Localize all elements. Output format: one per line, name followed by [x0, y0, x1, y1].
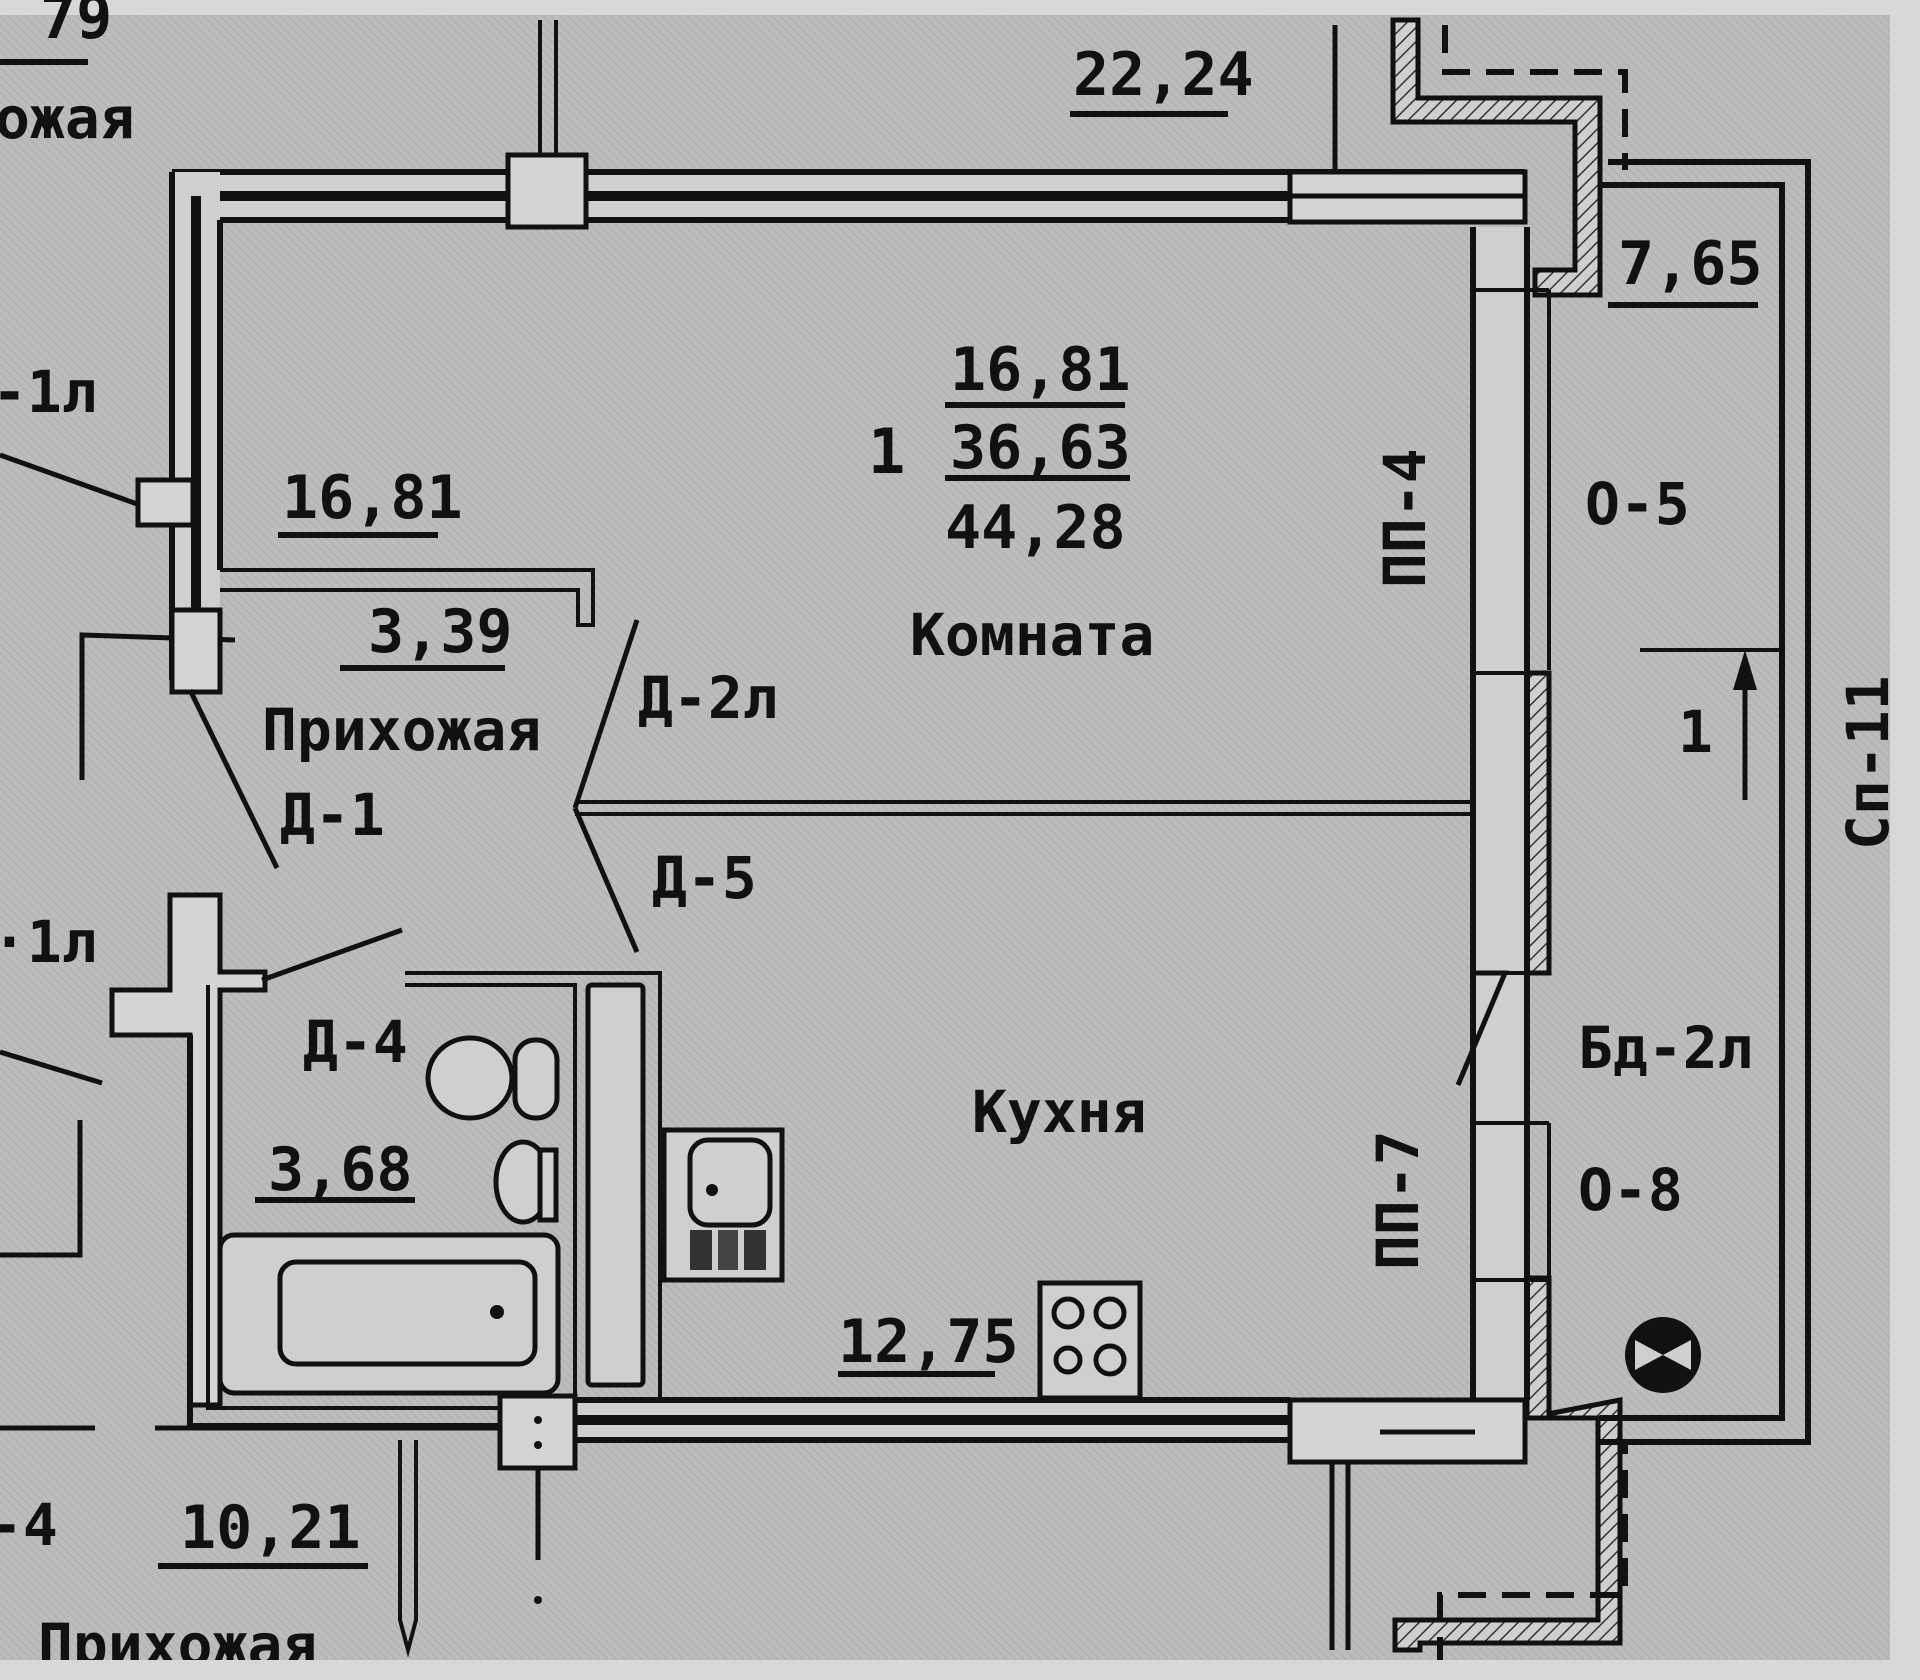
room-area-bathroom: 3,68 [268, 1135, 413, 1205]
neighbor-door-lower: ·1л [0, 908, 97, 976]
right-interior-wall [1470, 227, 1551, 1400]
living-area: 16,81 [950, 335, 1131, 405]
door-label-d5: Д-5 [652, 844, 757, 912]
neighbor-top-left-name: ожая [0, 84, 135, 152]
room-name-hall: Прихожая [262, 696, 541, 764]
bottom-right-hatched-wall [1392, 1396, 1623, 1653]
neighbor-walls [0, 20, 1351, 1658]
bathroom-shaft [585, 982, 646, 1388]
bottom-margin [0, 1660, 1920, 1680]
room-hall-partition [220, 568, 595, 627]
balcony-frame [1600, 159, 1811, 1445]
balcony-door-swing [1455, 970, 1509, 1086]
bottom-column [497, 1393, 578, 1471]
washbasin-icon [493, 1139, 559, 1225]
neighbor-top-area: 22,24 [1073, 40, 1254, 110]
sill-label-pp4: ПП-4 [1371, 448, 1439, 588]
door-d2l-swing [572, 619, 640, 809]
total-area: 44,28 [945, 493, 1126, 563]
door-d5-swing [572, 807, 640, 953]
window-label-o8: О-8 [1578, 1156, 1683, 1224]
door-label-d4: Д-4 [303, 1008, 408, 1076]
stove-icon [1037, 1280, 1143, 1401]
bathtub-icon [217, 1232, 561, 1396]
left-wall [169, 172, 223, 680]
neighbor-bottom-area: 10,21 [180, 1493, 361, 1563]
top-right-hatched-wall [1390, 17, 1603, 298]
room-area-kitchen: 12,75 [838, 1307, 1019, 1377]
left-wall-stub [169, 607, 223, 695]
neighbor-bottom-door: -4 [0, 1491, 58, 1559]
top-right-dashed-edge [1442, 25, 1628, 170]
room-area-balcony: 7,65 [1618, 229, 1763, 299]
sill-label-pp7: ПП-7 [1364, 1130, 1432, 1270]
section-marker-label: 1 [1678, 698, 1713, 766]
top-column [505, 152, 589, 230]
room-area-komnata: 16,81 [282, 463, 463, 533]
bottom-right-dashed-edge [1437, 1440, 1628, 1665]
section-arrow [1733, 650, 1757, 800]
kitchen-sink-icon [661, 1127, 785, 1283]
door-label-d1: Д-1 [280, 781, 385, 849]
window-label-o5: О-5 [1585, 470, 1690, 538]
door-d4-swing [261, 927, 403, 983]
door-label-d2l: Д-2л [638, 664, 778, 732]
neighbor-top-left-area: 79 [40, 0, 112, 53]
room-name-kitchen: Кухня [972, 1078, 1147, 1146]
ventilation-icon [1625, 1317, 1701, 1393]
room-kitchen-partition [575, 800, 1473, 816]
neighbor-door-upper: -1л [0, 358, 97, 426]
right-hatched-column [1524, 670, 1552, 976]
apartment-number: 1 [868, 415, 905, 488]
toilet-icon [425, 1035, 560, 1121]
right-margin [1890, 0, 1920, 1680]
door-d1-swing [187, 688, 280, 870]
door-label-bd2l: Бд-2л [1578, 1014, 1753, 1082]
total-area-without-balcony: 36,63 [950, 413, 1131, 483]
right-hatched-column-2 [1524, 1275, 1552, 1421]
left-wall-notch [135, 477, 196, 528]
room-area-hall: 3,39 [368, 597, 513, 667]
room-name-komnata: Комната [910, 601, 1154, 669]
